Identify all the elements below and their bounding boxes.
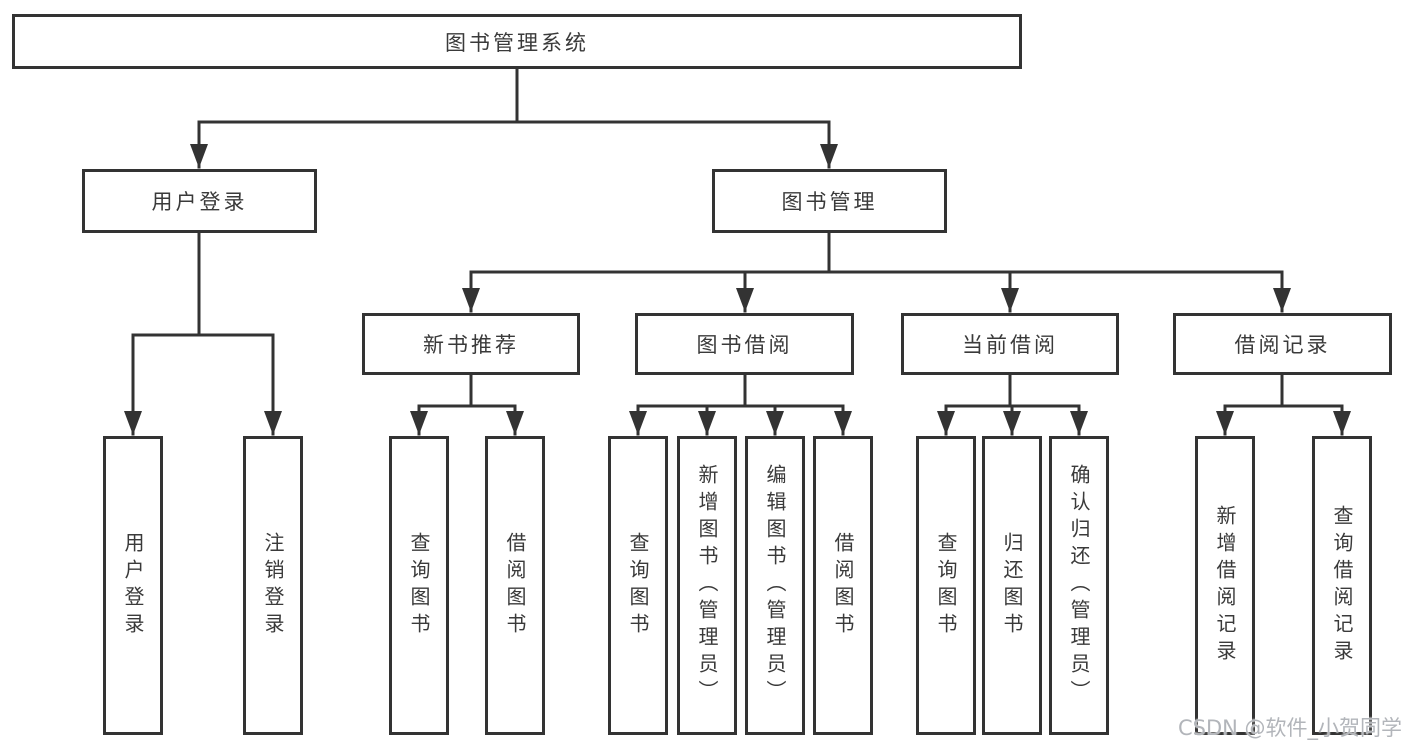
node-current-borrowing: 当前借阅 bbox=[901, 313, 1119, 375]
node-leaf-cb-query-book: 查询图书 bbox=[916, 436, 976, 735]
node-root: 图书管理系统 bbox=[12, 14, 1022, 69]
node-user-login: 用户登录 bbox=[82, 169, 317, 233]
node-leaf-br-add-record: 新增借阅记录 bbox=[1195, 436, 1255, 735]
node-leaf-logout: 注销登录 bbox=[243, 436, 303, 735]
node-leaf-bb-query-book: 查询图书 bbox=[608, 436, 668, 735]
node-leaf-cb-return-book: 归还图书 bbox=[982, 436, 1042, 735]
node-leaf-bb-borrow-book: 借阅图书 bbox=[813, 436, 873, 735]
node-book-borrowing: 图书借阅 bbox=[635, 313, 854, 375]
node-new-book-recommend: 新书推荐 bbox=[362, 313, 580, 375]
node-leaf-rec-borrow-book: 借阅图书 bbox=[485, 436, 545, 735]
node-leaf-user-login: 用户登录 bbox=[103, 436, 163, 735]
csdn-watermark: CSDN @软件_小贺同学 bbox=[1178, 716, 1403, 740]
node-book-management: 图书管理 bbox=[712, 169, 947, 233]
node-leaf-bb-edit-book-admin: 编辑图书（管理员） bbox=[745, 436, 805, 735]
node-leaf-cb-confirm-return-admin: 确认归还（管理员） bbox=[1049, 436, 1109, 735]
node-borrow-records: 借阅记录 bbox=[1173, 313, 1392, 375]
node-leaf-br-query-record: 查询借阅记录 bbox=[1312, 436, 1372, 735]
node-leaf-rec-query-book: 查询图书 bbox=[389, 436, 449, 735]
node-leaf-bb-add-book-admin: 新增图书（管理员） bbox=[677, 436, 737, 735]
